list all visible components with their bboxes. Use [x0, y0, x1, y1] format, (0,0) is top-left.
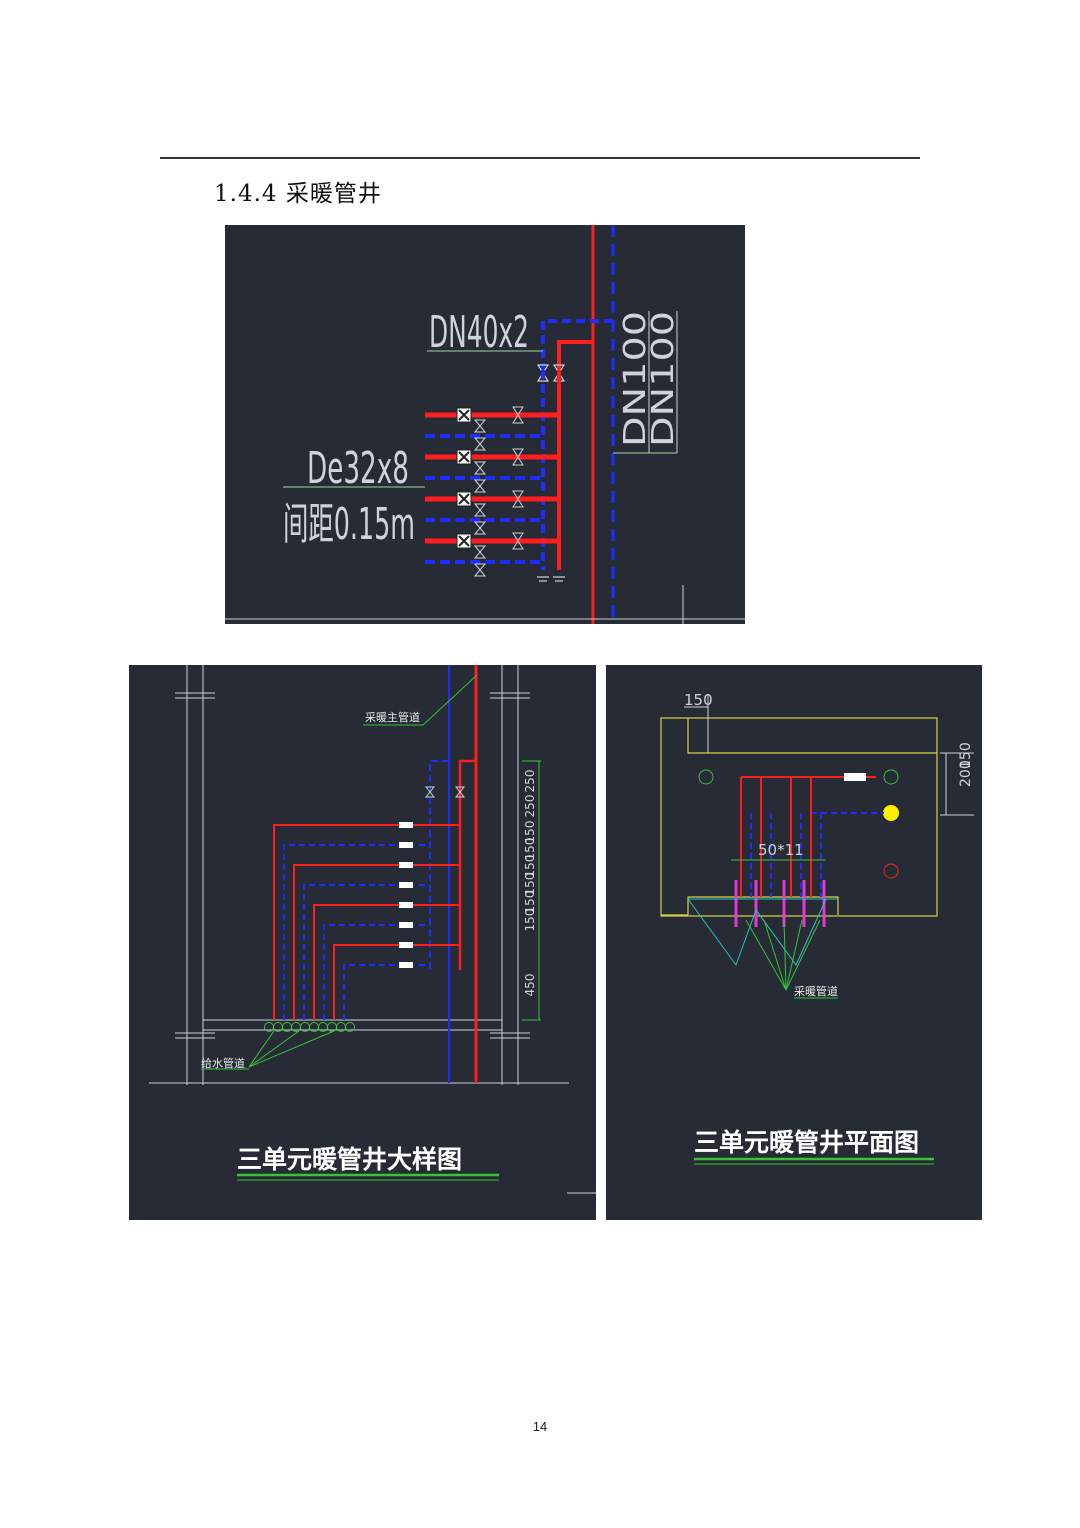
- valve-icon: [512, 406, 524, 424]
- dimension-value: 150: [523, 855, 537, 878]
- riser-valves: [424, 786, 466, 798]
- pipe-circle-green-left: [698, 769, 714, 785]
- dimension-value: 150: [523, 891, 537, 914]
- supply-branch-riser: [557, 340, 593, 370]
- valve-icon: [473, 419, 487, 433]
- water-pipe-label: 给水管道: [201, 1056, 245, 1070]
- meter-icon: [844, 773, 866, 781]
- pipe-circle-red: [883, 863, 899, 879]
- water-leaders: [248, 1030, 335, 1068]
- valve-icon: [473, 521, 487, 535]
- return-branch-riser: [541, 319, 613, 370]
- meter-icon: [399, 942, 413, 948]
- dim-top: 150: [684, 691, 713, 709]
- plan-pipes: [740, 773, 884, 897]
- riser-size-label: DN40x2: [429, 307, 529, 358]
- branch-pipes: [273, 822, 460, 1020]
- main-size-label-b: DN100: [646, 311, 681, 447]
- valve-icon: [473, 563, 487, 577]
- label-leaders: [745, 919, 821, 991]
- return-branch: [303, 884, 430, 1020]
- shaft-plan-figure: 150 200 150 50*11 采暖管道: [606, 665, 982, 1220]
- return-branch-riser: [429, 760, 449, 970]
- return-branch: [283, 844, 430, 1020]
- section-heading: 1.4.4 采暖管井: [214, 181, 382, 207]
- supply-branch: [313, 904, 460, 1020]
- supply-branch: [273, 824, 460, 1020]
- dimension-value: 150: [523, 909, 537, 932]
- dimension-value: 450: [523, 974, 537, 997]
- meter-icon: [399, 822, 413, 828]
- shaft-outline: [660, 717, 938, 917]
- dimension-value: 150: [523, 821, 537, 844]
- dimension-value: 250: [523, 770, 537, 793]
- branch-size-label: De32x8: [307, 443, 409, 494]
- valve-icon: [473, 437, 487, 451]
- spacing-label: 间距0.15m: [283, 499, 415, 550]
- pipes-label: 采暖管道: [794, 984, 838, 998]
- dimension-chain: [522, 760, 541, 1021]
- collector-caps: [537, 576, 565, 582]
- pipe-circle-yellow: [883, 805, 899, 821]
- pipe-section: [345, 1022, 355, 1032]
- page-number: 14: [532, 1419, 548, 1434]
- valve-icon: [473, 461, 487, 475]
- meter-icon: [399, 902, 413, 908]
- dim-pitch: 50*11: [758, 841, 804, 859]
- supply-branch: [293, 864, 460, 1020]
- dim-right-b: 150: [958, 742, 974, 769]
- valve-icon: [473, 545, 487, 559]
- pipe-circle-green-right: [883, 769, 899, 785]
- dim-right-a: 200: [958, 760, 974, 787]
- valve-icon: [473, 479, 487, 493]
- return-branch: [343, 964, 430, 1020]
- supply-branch: [333, 944, 460, 1020]
- shaft-walls: [149, 665, 569, 1085]
- meter-icon: [399, 882, 413, 888]
- valve-icon: [473, 503, 487, 517]
- meter-icon: [399, 862, 413, 868]
- valve-icon: [512, 448, 524, 466]
- dimension-value: 250: [523, 795, 537, 818]
- meter-icon: [399, 962, 413, 968]
- water-pipe-sections: [264, 1022, 355, 1032]
- meter-icon: [399, 842, 413, 848]
- dimension-value: 150: [523, 873, 537, 896]
- wall-section: [687, 898, 838, 967]
- dimension-value: 150: [523, 838, 537, 861]
- riser-detail-figure: DN40x2 De32x8 间距0.15m DN100 DN100: [225, 225, 745, 624]
- leader-main: [422, 674, 478, 726]
- return-branch: [323, 924, 430, 1020]
- supply-branch-riser: [458, 759, 476, 970]
- main-size-label-a: DN100: [618, 311, 653, 447]
- figure-caption: 三单元暖管井平面图: [694, 1128, 919, 1157]
- main-pipe-label: 采暖主管道: [365, 710, 420, 724]
- header-rule: [160, 157, 920, 159]
- meter-icon: [399, 922, 413, 928]
- branch-pipes: [425, 406, 559, 577]
- valve-icon: [512, 532, 524, 550]
- valve-icon: [512, 490, 524, 508]
- figure-caption: 三单元暖管井大样图: [237, 1145, 462, 1174]
